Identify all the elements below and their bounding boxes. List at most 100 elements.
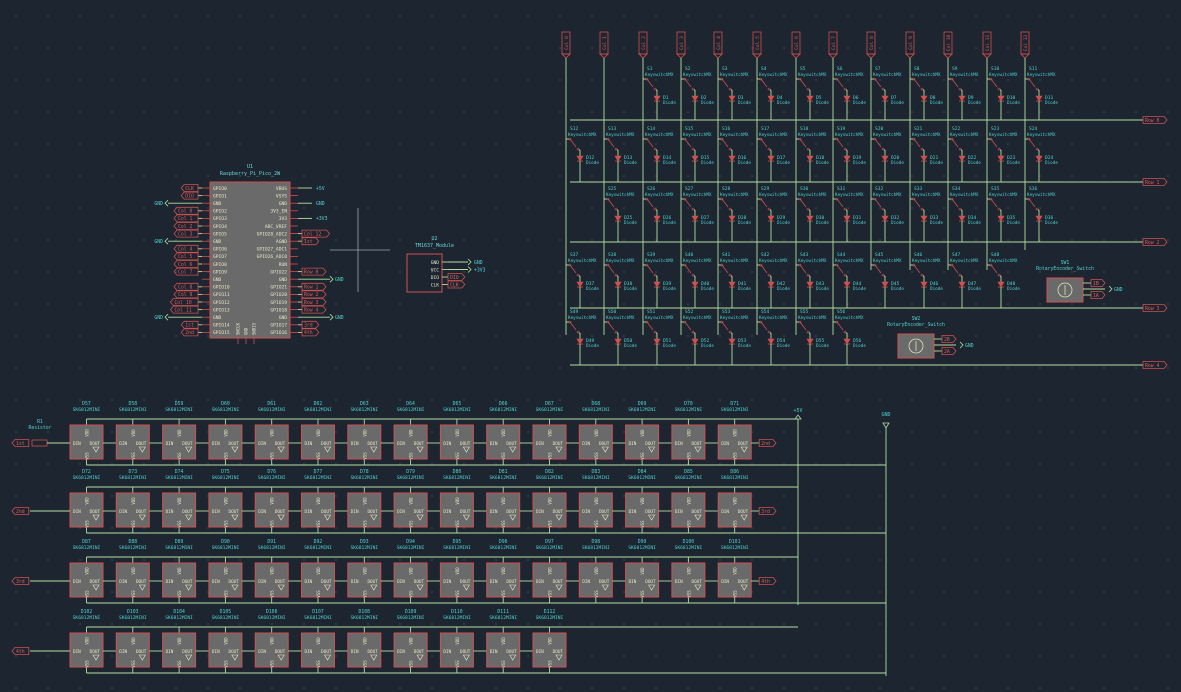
net-label[interactable]: Col 10 [169,298,199,306]
net-label[interactable]: Row 2 [301,290,327,299]
net-label[interactable]: Col 0 [173,206,199,215]
net-label[interactable]: 2nd [758,439,777,447]
led-body[interactable] [254,562,289,598]
led-body[interactable] [69,562,104,598]
net-label[interactable]: Row 1 [1142,178,1168,186]
net-label[interactable]: Row 3 [1142,304,1168,312]
net-label[interactable]: Row 0 [1142,116,1168,124]
led-body[interactable] [347,424,382,460]
led-body[interactable] [486,492,521,528]
net-label[interactable]: 1st [301,237,320,246]
net-label[interactable]: 2A [941,347,957,355]
net-label[interactable]: 4th [758,577,777,585]
column-label[interactable]: Col 10 [943,31,953,59]
net-label[interactable]: 4th [11,647,30,655]
column-label[interactable]: Col 7 [828,31,838,59]
led-body[interactable] [717,562,752,598]
led-body[interactable] [671,562,706,598]
net-label[interactable]: Row 3 [301,298,327,306]
led-body[interactable] [208,632,243,668]
net-label[interactable]: Col 5 [173,252,199,261]
net-label[interactable]: 2nd [11,507,30,515]
net-label[interactable]: CLK [180,184,199,192]
led-body[interactable] [439,632,474,668]
led-body[interactable] [208,492,243,528]
net-label[interactable]: Col 9 [173,290,199,299]
led-body[interactable] [532,424,567,460]
led-body[interactable] [115,632,150,668]
mcu-body[interactable] [209,181,291,339]
net-label[interactable]: 1st [11,439,30,447]
led-body[interactable] [532,632,567,668]
column-label[interactable]: Col 5 [752,31,762,59]
led-body[interactable] [69,492,104,528]
led-body[interactable] [162,492,197,528]
column-label[interactable]: Col 12 [1020,31,1030,59]
net-label[interactable]: DIO [447,273,466,281]
net-label[interactable]: Row 4 [1142,361,1168,369]
mcu-raspberry-pi-pico[interactable]: U1Raspberry_Pi_Pico_2WGPIO0CLKGPIO1DIOGN… [154,164,344,344]
net-label[interactable]: Row 0 [301,267,327,276]
led-body[interactable] [347,632,382,668]
led-body[interactable] [208,562,243,598]
led-body[interactable] [486,424,521,460]
column-label[interactable]: Col 1 [599,31,609,59]
led-body[interactable] [717,492,752,528]
column-label[interactable]: Col 0 [561,31,571,59]
net-label[interactable]: 3rd [11,577,30,585]
led-body[interactable] [301,562,335,598]
led-body[interactable] [162,562,197,598]
rotary-encoders[interactable]: SW1RotaryEncoder_Switch1B1AGNDSW2RotaryE… [887,260,1123,359]
led-body[interactable] [254,492,289,528]
